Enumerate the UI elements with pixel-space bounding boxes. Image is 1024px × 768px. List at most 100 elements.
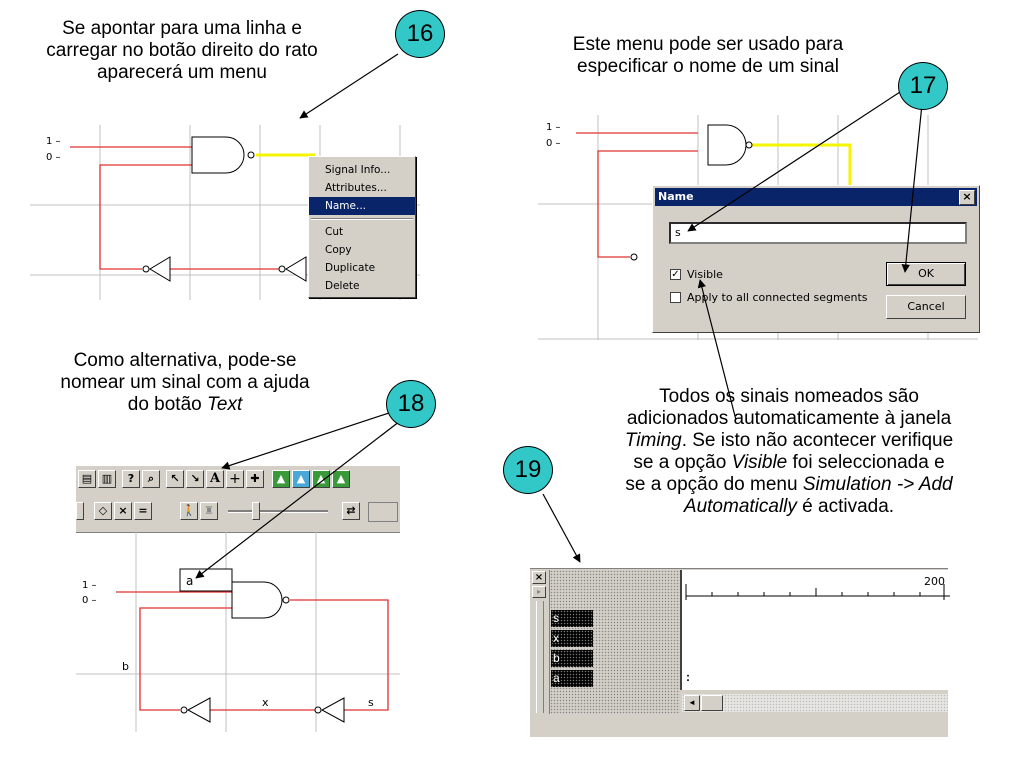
caption-19-line3b: . Se isto não acontecer verifique bbox=[681, 430, 954, 451]
signal-label-x[interactable]: x bbox=[551, 630, 593, 647]
buffer-gate-18a bbox=[186, 697, 211, 723]
scroll-thumb[interactable] bbox=[701, 695, 723, 711]
caption-19-line4: se a opção Visible foi seleccionada e bbox=[588, 452, 990, 474]
caption-19: Todos os sinais nomeados são adicionados… bbox=[588, 386, 990, 518]
arrow-16 bbox=[299, 53, 399, 119]
crosshair-button[interactable]: ✚ bbox=[246, 470, 264, 488]
signal-label-a[interactable]: a bbox=[551, 670, 593, 687]
speed-slider-track[interactable] bbox=[228, 510, 328, 513]
timing-ruler: 200 bbox=[685, 575, 950, 600]
input-zero-label-17: 0 – bbox=[546, 138, 561, 149]
and-gate-18-bubble bbox=[282, 596, 290, 604]
cancel-button[interactable]: Cancel bbox=[886, 295, 966, 319]
menu-item-delete[interactable]: Delete bbox=[325, 280, 360, 292]
wire-red-17 bbox=[576, 132, 698, 258]
caption-19-line2: adicionados automaticamente à janela bbox=[626, 408, 952, 429]
caption-19-line4a: se a opção bbox=[633, 452, 732, 473]
wire-label-s: s bbox=[368, 696, 374, 709]
apply-all-label: Apply to all connected segments bbox=[687, 291, 868, 304]
dialog-title: Name bbox=[658, 190, 694, 203]
text-label-value[interactable]: a bbox=[186, 574, 193, 588]
clipboard-icon[interactable]: ▤ bbox=[78, 470, 96, 488]
caption-16-line2: carregar no botão direito do rato bbox=[46, 40, 318, 61]
run-icon[interactable]: ♜ bbox=[200, 502, 218, 520]
arrow-18-label bbox=[195, 417, 405, 579]
menu-item-cut[interactable]: Cut bbox=[325, 226, 344, 238]
badge-18: 18 bbox=[386, 380, 436, 428]
caption-18-line3a: do botão bbox=[127, 394, 208, 415]
menu-item-duplicate[interactable]: Duplicate bbox=[325, 262, 376, 274]
arrow-17-input bbox=[687, 91, 901, 232]
caption-17: Este menu pode ser usado para especifica… bbox=[538, 34, 878, 78]
timing-close-button[interactable]: × bbox=[532, 571, 546, 584]
badge-19: 19 bbox=[503, 446, 553, 494]
visible-label: Visible bbox=[687, 268, 723, 281]
visible-checkbox[interactable]: ✓ bbox=[670, 269, 681, 280]
menu-item-signal-info[interactable]: Signal Info... bbox=[325, 164, 391, 176]
ruler-scale-label: 200 bbox=[924, 575, 945, 588]
help-icon[interactable]: ? bbox=[122, 470, 140, 488]
ok-button[interactable]: OK bbox=[886, 262, 966, 286]
copy-icon[interactable]: ▥ bbox=[98, 470, 116, 488]
partial-button-icon[interactable] bbox=[76, 502, 84, 520]
menu-item-attributes[interactable]: Attributes... bbox=[325, 182, 387, 194]
arrow-18-toolbar bbox=[221, 411, 393, 470]
scroll-left-button[interactable]: ◄ bbox=[684, 695, 700, 711]
signal-label-b[interactable]: b bbox=[551, 650, 593, 667]
wire-tool-icon[interactable]: ↘ bbox=[186, 470, 204, 488]
dialog-close-button[interactable]: × bbox=[959, 190, 975, 205]
diamond-button[interactable]: ◇ bbox=[94, 502, 112, 520]
landscape-icon-3[interactable]: ▲ bbox=[312, 470, 330, 488]
walk-icon[interactable]: 🚶 bbox=[180, 502, 198, 520]
grid-lines-18 bbox=[76, 532, 400, 732]
times-button[interactable]: × bbox=[114, 502, 132, 520]
landscape-icon-2[interactable]: ▲ bbox=[292, 470, 310, 488]
toolbar-panel-18: ▤ ▥ ? ⌕ ↖ ↘ A + ✚ ▲ ▲ ▲ ▲ ◇ × = 🚶 ♜ ⇄ bbox=[76, 466, 400, 533]
caption-18-line3b: Text bbox=[207, 394, 243, 415]
equals-button[interactable]: = bbox=[134, 502, 152, 520]
wire-red-16 bbox=[70, 146, 280, 270]
input-zero-label: 0 – bbox=[46, 152, 61, 163]
timing-restore-icon[interactable]: ▸ bbox=[532, 586, 546, 598]
menu-item-name[interactable]: Name... bbox=[309, 197, 415, 215]
caption-16-line1: Se apontar para uma linha e bbox=[62, 18, 302, 39]
signal-name-input[interactable]: s bbox=[669, 222, 967, 244]
toolbar-field[interactable] bbox=[368, 502, 398, 522]
wire-yellow-17 bbox=[750, 143, 852, 185]
text-tool-button[interactable]: A bbox=[206, 470, 224, 488]
caption-19-line5: se a opção do menu Simulation -> Add bbox=[588, 474, 990, 496]
and-gate-16-bubble bbox=[247, 151, 255, 159]
input-one-label-17: 1 – bbox=[546, 122, 561, 133]
caption-19-line4c: foi seleccionada e bbox=[787, 452, 945, 473]
pointer-tool-icon[interactable]: ↖ bbox=[166, 470, 184, 488]
timing-splitter[interactable] bbox=[536, 601, 544, 713]
add-point-button[interactable]: + bbox=[226, 470, 244, 488]
timing-cursor-mark: : bbox=[686, 670, 690, 684]
landscape-icon-4[interactable]: ▲ bbox=[332, 470, 350, 488]
caption-17-line2: especificar o nome de um sinal bbox=[577, 56, 839, 77]
buffer-gate-18a-bubble bbox=[180, 706, 188, 714]
caption-18-line2: nomear um sinal com a ajuda bbox=[60, 372, 310, 393]
caption-18-line3: do botão Text bbox=[30, 394, 340, 416]
context-menu: Signal Info... Attributes... Name... Cut… bbox=[308, 156, 416, 298]
apply-all-checkbox[interactable] bbox=[670, 292, 681, 303]
wire-red-18 bbox=[116, 591, 389, 711]
and-gate-16 bbox=[191, 136, 245, 174]
caption-16: Se apontar para uma linha e carregar no … bbox=[12, 18, 352, 84]
input-one-label-18: 1 – bbox=[82, 580, 97, 591]
landscape-icon-1[interactable]: ▲ bbox=[272, 470, 290, 488]
signal-label-s[interactable]: s bbox=[551, 610, 593, 627]
and-gate-17 bbox=[707, 124, 747, 166]
text-label-box[interactable] bbox=[179, 568, 233, 592]
menu-item-copy[interactable]: Copy bbox=[325, 244, 352, 256]
speed-slider-thumb[interactable] bbox=[252, 502, 260, 520]
ruler-ticks bbox=[711, 588, 921, 596]
caption-19-line5b: Simulation -> Add bbox=[802, 474, 953, 495]
step-icon[interactable]: ⇄ bbox=[342, 502, 360, 520]
zoom-help-icon[interactable]: ⌕ bbox=[142, 470, 160, 488]
caption-19-line6: Automatically é activada. bbox=[588, 496, 990, 518]
buffer-gate-17-bubble bbox=[630, 253, 638, 261]
badge-17: 17 bbox=[898, 62, 948, 110]
buffer-gate-16a-bubble bbox=[142, 265, 150, 273]
timing-hscrollbar[interactable]: ◄ bbox=[682, 694, 948, 712]
